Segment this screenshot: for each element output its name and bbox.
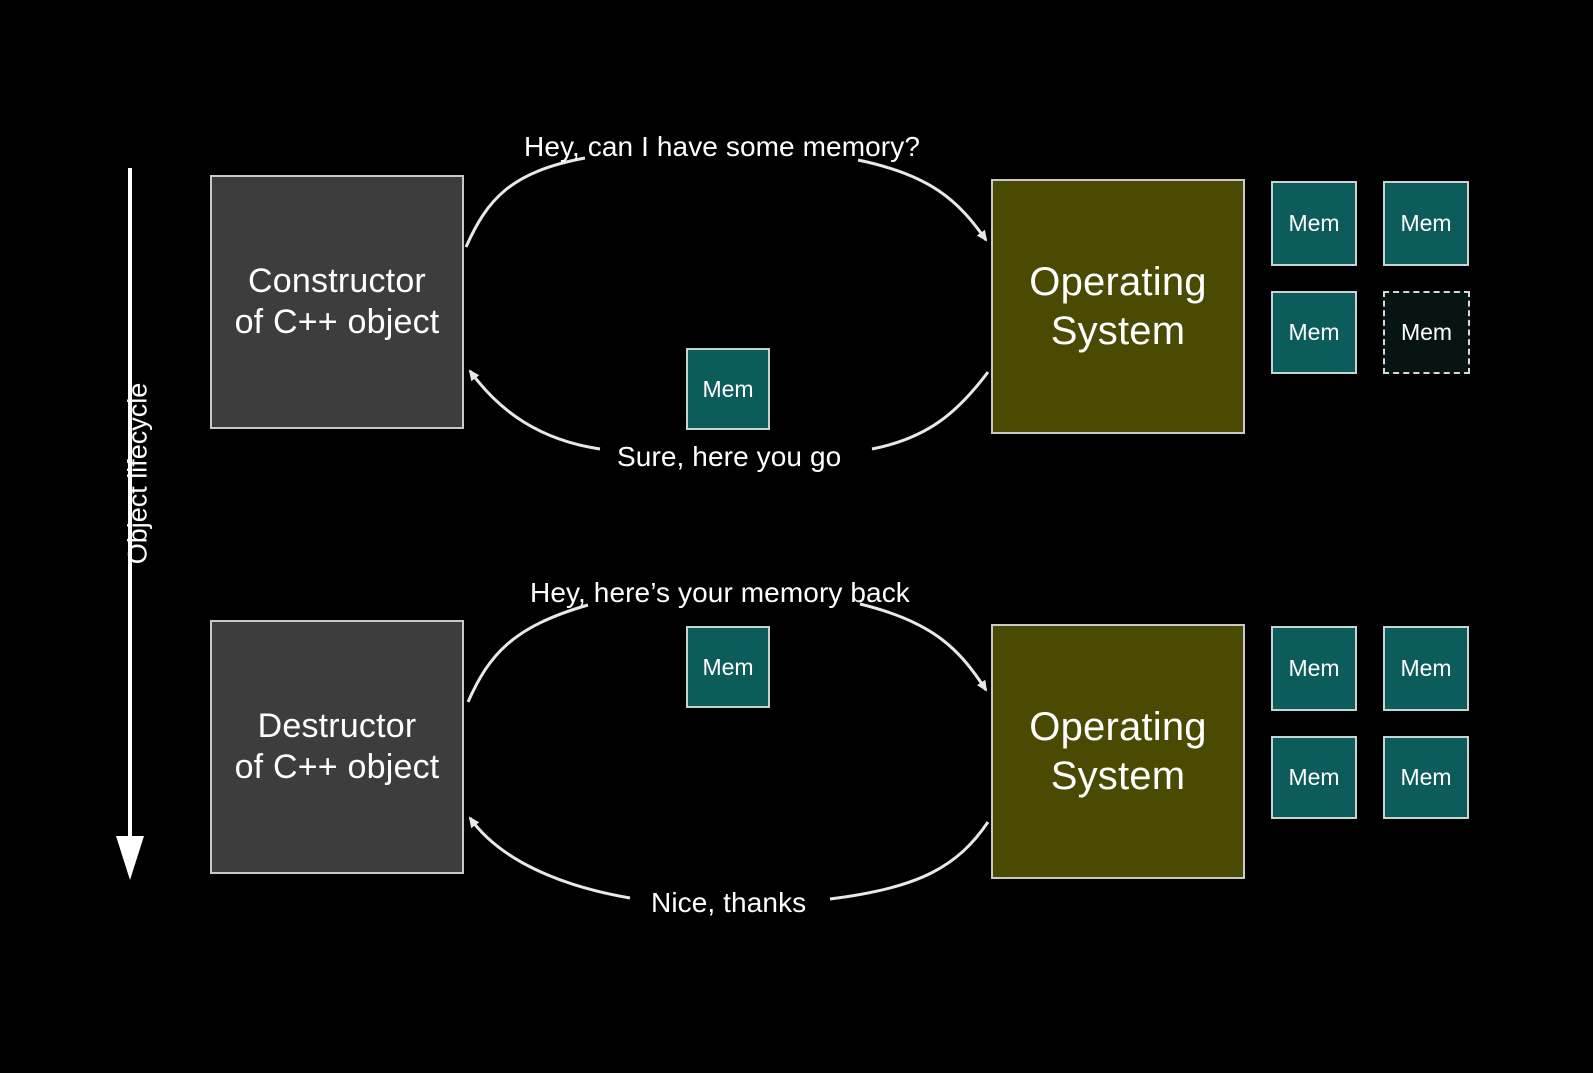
mem-pool-block-4-construction-free[interactable]: Mem — [1383, 291, 1470, 374]
arrow-construct-response-right — [871, 371, 990, 451]
mem-pool-block-2-destruction[interactable]: Mem — [1383, 626, 1469, 711]
mem-label: Mem — [702, 375, 754, 402]
os-construction-title-line2: System — [1050, 308, 1186, 353]
object-lifecycle-axis: Object lifecycle — [108, 168, 168, 880]
object-lifecycle-label: Object lifecycle — [122, 382, 153, 565]
constructor-box-label: Constructor of C++ object — [235, 261, 440, 344]
arrow-construct-request-left — [464, 156, 586, 248]
constructor-title-line1: Constructor — [248, 261, 426, 300]
arrow-destruct-response-left — [468, 816, 631, 900]
mem-label: Mem — [1400, 764, 1452, 790]
os-destruction-title-line1: Operating — [1029, 704, 1207, 749]
destructor-box[interactable]: Destructor of C++ object — [210, 620, 464, 874]
os-box-construction-label: Operating System — [1029, 258, 1206, 356]
arrow-destruct-response-right — [829, 821, 990, 901]
mem-block-in-transit-construction[interactable]: Mem — [686, 348, 770, 430]
mem-label: Mem — [1400, 319, 1453, 345]
os-box-construction[interactable]: Operating System — [991, 179, 1245, 434]
mem-label: Mem — [1288, 764, 1340, 790]
os-construction-title-line1: Operating — [1029, 259, 1207, 304]
destructor-title-line2: of C++ object — [234, 748, 440, 786]
mem-pool-block-4-destruction[interactable]: Mem — [1383, 736, 1469, 819]
mem-pool-block-1-construction[interactable]: Mem — [1271, 181, 1357, 266]
mem-pool-block-1-destruction[interactable]: Mem — [1271, 626, 1357, 711]
os-destruction-title-line2: System — [1050, 753, 1186, 798]
os-box-destruction-label: Operating System — [1029, 703, 1206, 801]
mem-label: Mem — [1400, 655, 1452, 681]
mem-label: Mem — [702, 653, 754, 680]
mem-pool-block-3-destruction[interactable]: Mem — [1271, 736, 1357, 819]
mem-label: Mem — [1288, 210, 1340, 236]
arrow-destruct-request-left — [466, 603, 589, 703]
os-box-destruction[interactable]: Operating System — [991, 624, 1245, 879]
destructor-box-label: Destructor of C++ object — [235, 706, 440, 789]
mem-block-in-transit-destruction[interactable]: Mem — [686, 626, 770, 708]
label-construct-response: Sure, here you go — [617, 441, 842, 472]
constructor-title-line2: of C++ object — [234, 303, 440, 341]
label-destruct-request: Hey, here’s your memory back — [530, 577, 910, 608]
mem-label: Mem — [1288, 655, 1340, 681]
constructor-box[interactable]: Constructor of C++ object — [210, 175, 464, 429]
arrow-construct-request-right — [857, 158, 988, 242]
mem-pool-block-3-construction[interactable]: Mem — [1271, 291, 1357, 374]
lifecycle-arrow-icon — [116, 168, 144, 880]
mem-label: Mem — [1400, 210, 1452, 236]
mem-label: Mem — [1288, 319, 1340, 345]
destructor-title-line1: Destructor — [257, 706, 417, 745]
label-destruct-response: Nice, thanks — [651, 887, 807, 918]
mem-pool-block-2-construction[interactable]: Mem — [1383, 181, 1469, 266]
arrow-construct-response-left — [468, 369, 601, 451]
arrow-destruct-request-right — [859, 602, 988, 692]
label-construct-request: Hey, can I have some memory? — [524, 131, 920, 162]
